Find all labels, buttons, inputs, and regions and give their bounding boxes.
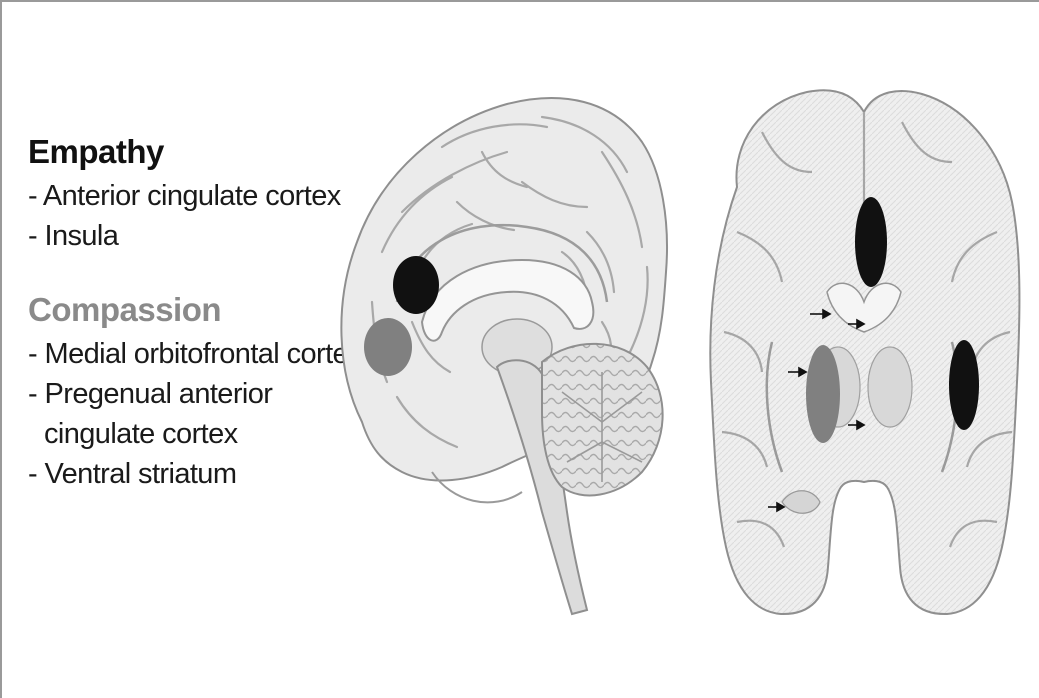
empathy-marker-sagittal [393,256,439,314]
coronal-brain-view [710,90,1019,614]
compassion-marker-coronal-striatum [806,345,840,443]
thalamus-right [868,347,912,427]
compassion-marker-sagittal [364,318,412,376]
empathy-marker-coronal-insula [949,340,979,430]
empathy-marker-coronal-acc [855,197,887,287]
sagittal-brain-view [341,98,667,614]
